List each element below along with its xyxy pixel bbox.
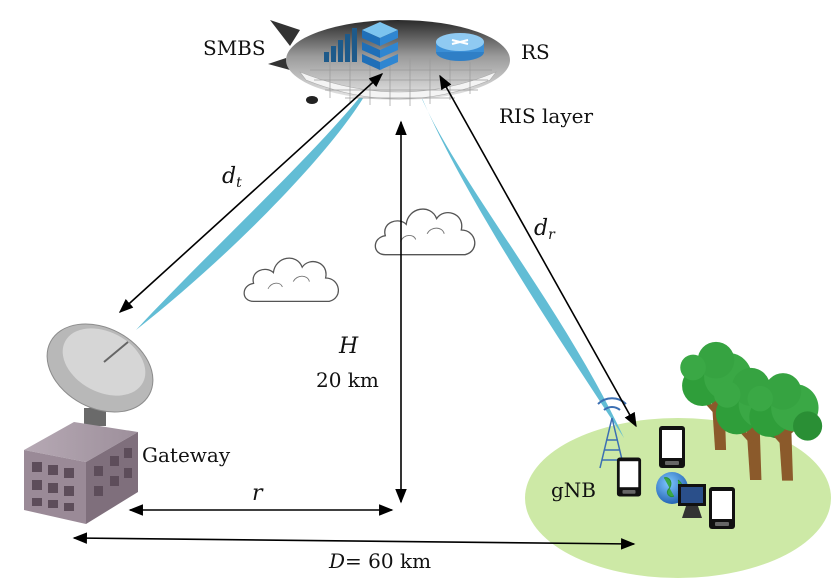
cloud-icon — [374, 208, 476, 256]
signal-bars-icon — [324, 28, 357, 62]
distance-label: D= 60 km — [329, 549, 431, 573]
dr-sub: r — [548, 227, 555, 243]
dt-main: d — [222, 164, 237, 189]
downlink-beam — [414, 78, 624, 438]
phone-icon — [616, 457, 642, 497]
distance-value: = 60 km — [345, 549, 432, 573]
height-value: 20 km — [316, 368, 379, 392]
rs-label: RS — [521, 40, 550, 64]
gateway-label: Gateway — [142, 443, 231, 467]
phone-icon — [659, 426, 685, 468]
ris-layer-label: RIS layer — [499, 104, 594, 128]
dt-sub: t — [236, 175, 242, 191]
distance-arrow — [72, 532, 636, 550]
building-icon — [24, 422, 138, 524]
gnb-label: gNB — [551, 478, 596, 502]
dr-arrow — [439, 74, 637, 428]
height-symbol: H — [339, 334, 359, 359]
dr-label: dr — [534, 216, 555, 243]
smbs-label: SMBS — [203, 36, 266, 60]
cloud-icon — [243, 257, 340, 303]
distance-symbol: D — [329, 549, 346, 573]
satellite-dish-icon — [46, 323, 154, 426]
dt-arrow — [118, 73, 384, 313]
dt-label: dt — [222, 164, 242, 191]
monitor-icon — [678, 484, 706, 518]
server-icon — [362, 22, 398, 70]
router-icon — [436, 33, 484, 61]
r-label: r — [252, 481, 263, 506]
dr-main: d — [534, 216, 549, 241]
phone-icon — [709, 487, 735, 529]
